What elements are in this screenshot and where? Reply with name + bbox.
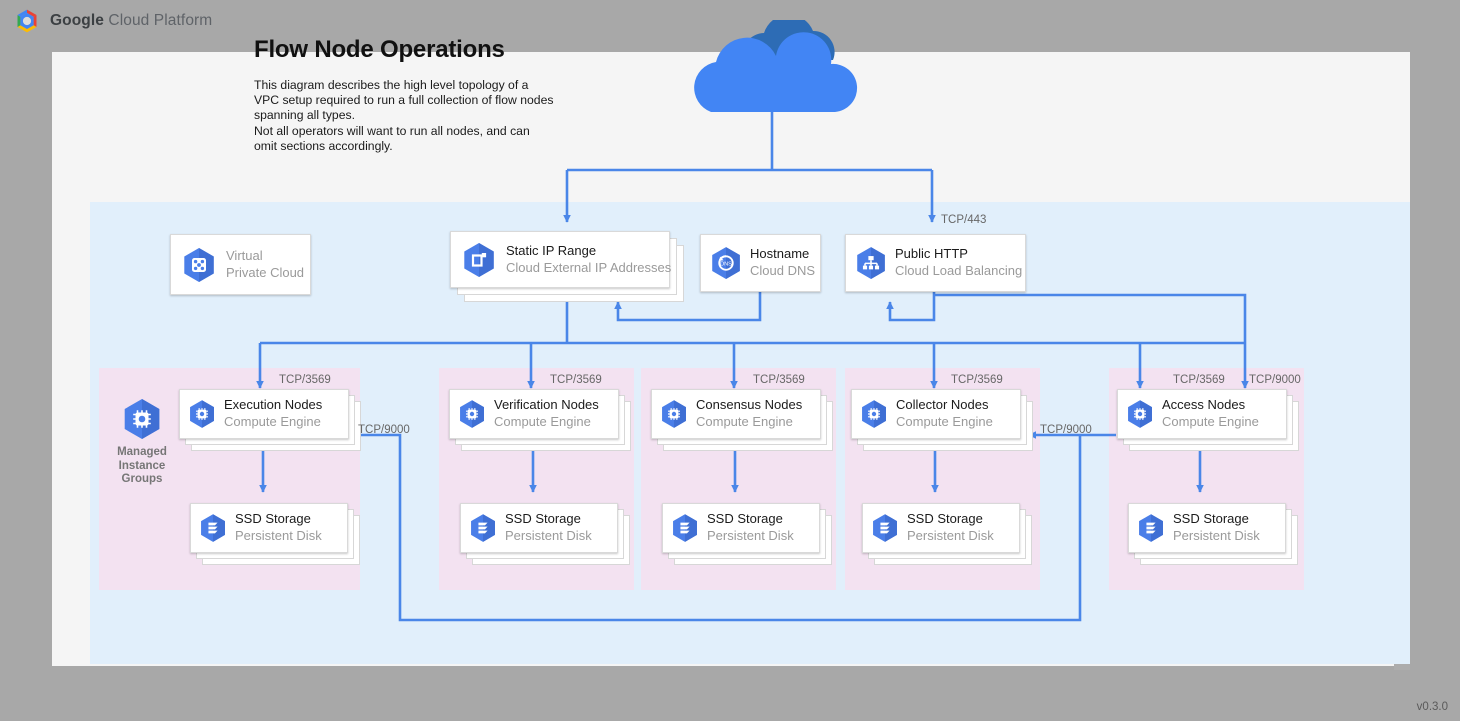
compute-engine-icon	[124, 399, 160, 439]
card-collector-ssd[interactable]: SSD Storage Persistent Disk	[862, 503, 1032, 565]
card-static-ip-range[interactable]: Static IP Range Cloud External IP Addres…	[450, 231, 684, 302]
port-label-access-inbound: TCP/3569	[1173, 374, 1225, 386]
mig-label-line-1: Managed	[117, 446, 167, 458]
port-label-access-to-collector: TCP/9000	[1040, 424, 1092, 436]
google-cloud-platform-logo-icon	[17, 9, 37, 33]
card-public-http[interactable]: Public HTTP Cloud Load Balancing	[845, 234, 1026, 292]
mig-label-line-2: Instance	[118, 459, 166, 472]
collector-nodes-subtitle: Compute Engine	[896, 414, 993, 429]
port-label-access-extra: TCP/9000	[1249, 374, 1301, 386]
vpc-card-subtitle: Private Cloud	[226, 264, 305, 280]
access-nodes-subtitle: Compute Engine	[1162, 414, 1259, 429]
static-ip-title: Static IP Range	[506, 242, 597, 258]
persistent-disk-icon	[201, 514, 225, 542]
persistent-disk-icon	[471, 514, 495, 542]
card-access-ssd[interactable]: SSD Storage Persistent Disk	[1128, 503, 1298, 565]
card-virtual-private-cloud[interactable]: Virtual Private Cloud	[170, 234, 311, 295]
verification-ssd-title: SSD Storage	[505, 511, 581, 527]
static-ip-subtitle: Cloud External IP Addresses	[506, 259, 672, 275]
public-http-title: Public HTTP	[895, 246, 968, 262]
page-title: Flow Node Operations	[254, 36, 505, 63]
access-nodes-title: Access Nodes	[1162, 397, 1246, 413]
gcp-brand-title: Google Cloud Platform	[50, 12, 212, 30]
cloud-load-balancing-icon	[857, 247, 885, 279]
compute-engine-icon	[190, 400, 214, 428]
execution-ssd-title: SSD Storage	[235, 511, 311, 527]
cloud-external-ip-addresses-icon	[464, 242, 494, 277]
collector-ssd-title: SSD Storage	[907, 511, 983, 527]
gcp-brand-header: Google Cloud Platform	[14, 6, 212, 36]
vpc-card-title: Virtual	[226, 247, 263, 263]
gcp-brand-rest: Cloud Platform	[104, 12, 213, 29]
port-label-collector-inbound: TCP/3569	[951, 374, 1003, 386]
port-label-access-to-execution: TCP/9000	[358, 424, 410, 436]
gcp-brand-bold: Google	[50, 12, 104, 29]
consensus-ssd-subtitle: Persistent Disk	[707, 528, 794, 543]
compute-engine-icon	[662, 400, 686, 428]
diagram-description-line-2: Not all operators will want to run all n…	[254, 123, 530, 153]
consensus-ssd-title: SSD Storage	[707, 511, 783, 527]
diagram-description-line-1: This diagram describes the high level to…	[254, 78, 554, 123]
execution-nodes-subtitle: Compute Engine	[224, 414, 321, 429]
port-label-verification-inbound: TCP/3569	[550, 374, 602, 386]
svg-text:DNS: DNS	[720, 261, 732, 267]
consensus-nodes-title: Consensus Nodes	[696, 397, 803, 413]
card-hostname[interactable]: DNS Hostname Cloud DNS	[700, 234, 821, 292]
access-ssd-title: SSD Storage	[1173, 511, 1249, 527]
port-label-https: TCP/443	[941, 214, 987, 226]
card-access-nodes[interactable]: Access Nodes Compute Engine	[1117, 389, 1299, 451]
verification-nodes-title: Verification Nodes	[494, 397, 599, 413]
execution-ssd-subtitle: Persistent Disk	[235, 528, 322, 543]
hostname-subtitle: Cloud DNS	[750, 263, 816, 278]
collector-ssd-subtitle: Persistent Disk	[907, 528, 994, 543]
port-label-consensus-inbound: TCP/3569	[753, 374, 805, 386]
hostname-title: Hostname	[750, 246, 810, 262]
card-consensus-nodes[interactable]: Consensus Nodes Compute Engine	[651, 389, 833, 451]
managed-instance-groups-label: Managed Instance Groups	[113, 398, 171, 487]
card-verification-nodes[interactable]: Verification Nodes Compute Engine	[449, 389, 631, 451]
mig-label-caption: Managed Instance Groups	[117, 446, 167, 487]
public-http-subtitle: Cloud Load Balancing	[895, 263, 1023, 278]
diagram-description: This diagram describes the high level to…	[254, 78, 554, 154]
card-consensus-ssd[interactable]: SSD Storage Persistent Disk	[662, 503, 832, 565]
version-label: v0.3.0	[1416, 701, 1448, 713]
cloud-dns-icon: DNS	[712, 247, 740, 279]
internet-cloud-icon	[694, 20, 858, 112]
compute-engine-icon	[862, 400, 886, 428]
verification-ssd-subtitle: Persistent Disk	[505, 528, 592, 543]
card-execution-ssd[interactable]: SSD Storage Persistent Disk	[190, 503, 360, 565]
consensus-nodes-subtitle: Compute Engine	[696, 414, 793, 429]
compute-engine-icon	[1128, 400, 1152, 428]
persistent-disk-icon	[673, 514, 697, 542]
collector-nodes-title: Collector Nodes	[896, 397, 989, 413]
mig-label-line-3: Groups	[121, 473, 163, 485]
card-execution-nodes[interactable]: Execution Nodes Compute Engine	[179, 389, 361, 451]
access-ssd-subtitle: Persistent Disk	[1173, 528, 1260, 543]
verification-nodes-subtitle: Compute Engine	[494, 414, 591, 429]
port-label-execution-inbound: TCP/3569	[279, 374, 331, 386]
persistent-disk-icon	[873, 514, 897, 542]
card-verification-ssd[interactable]: SSD Storage Persistent Disk	[460, 503, 630, 565]
persistent-disk-icon	[1139, 514, 1163, 542]
execution-nodes-title: Execution Nodes	[224, 397, 323, 413]
virtual-private-cloud-icon	[184, 247, 214, 282]
card-collector-nodes[interactable]: Collector Nodes Compute Engine	[851, 389, 1033, 451]
compute-engine-icon	[460, 400, 484, 428]
